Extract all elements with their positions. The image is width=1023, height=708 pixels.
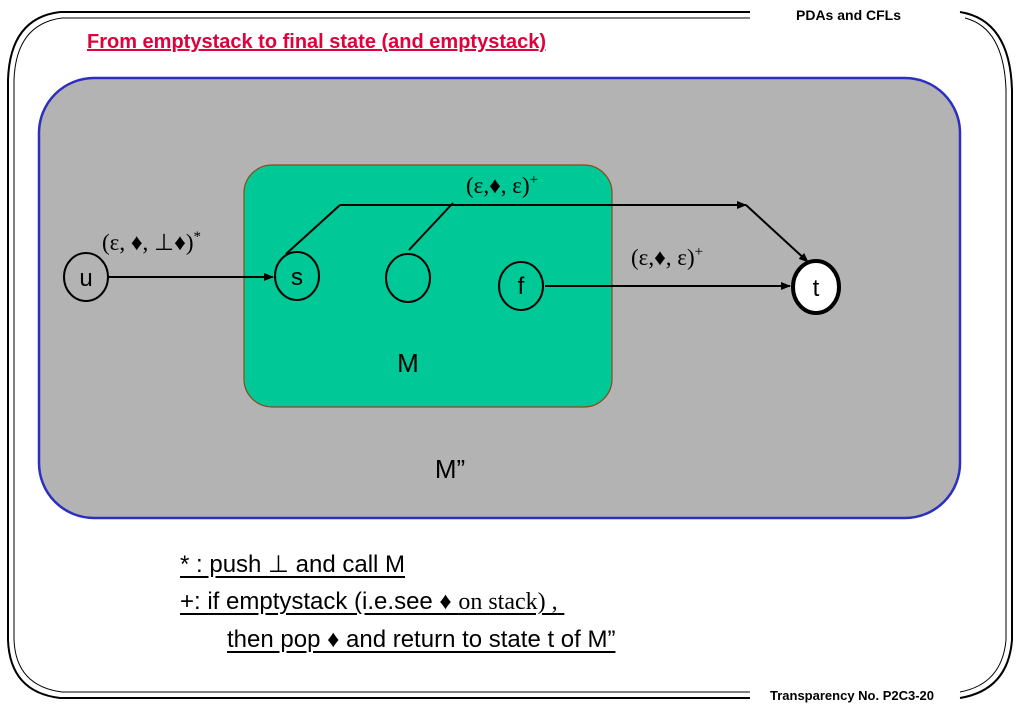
note-line-3: then pop ♦ and return to state t of M” [180,621,615,658]
note-line-2-serif: on stack) , [458,589,558,615]
state-f [498,261,544,311]
edge-top-to-t [745,204,809,263]
state-u-label: u [79,265,92,292]
edge-s-to-top [285,204,341,255]
note-line-1: * : push ⊥ and call M [180,546,615,583]
edge-top-t-label: (ε,♦, ε)+ [466,172,538,198]
edge-f-t-label-sup: + [695,244,703,260]
edge-u-s-label-text: (ε, ♦, ⊥♦) [102,230,193,255]
note-line-2: +: if emptystack (i.e.see ♦ on stack) , [180,583,615,621]
edge-u-s-label-sup: * [193,229,201,245]
inner-machine-label: M [397,348,419,378]
state-t [791,259,841,315]
footer-text: Transparency No. P2C3-20 [770,688,935,703]
edge-top-t-label-sup: + [530,172,538,188]
state-s-label: s [291,264,303,291]
edge-f-t-label-text: (ε,♦, ε) [631,245,695,270]
header-title: PDAs and CFLs [796,7,902,23]
note-line-2-text: +: if emptystack (i.e.see ♦ [180,588,459,615]
edge-f-t-label: (ε,♦, ε)+ [631,244,703,270]
state-t-label: t [813,275,820,302]
edge-u-s-label: (ε, ♦, ⊥♦)* [102,229,201,255]
state-s [274,251,320,301]
edge-top-t-label-text: (ε,♦, ε) [466,173,530,198]
notes: * : push ⊥ and call M +: if emptystack (… [180,546,615,658]
state-middle [385,253,431,303]
outer-machine-label: M” [435,454,465,484]
edge-state-to-top [408,202,454,251]
note-line-1-text: * : push ⊥ and call M [180,551,406,578]
slide-title: From emptystack to final state (and empt… [87,31,547,53]
note-line-3-text: then pop ♦ and return to state t of M” [227,626,616,653]
state-f-label: f [518,273,525,300]
state-u [63,252,109,302]
